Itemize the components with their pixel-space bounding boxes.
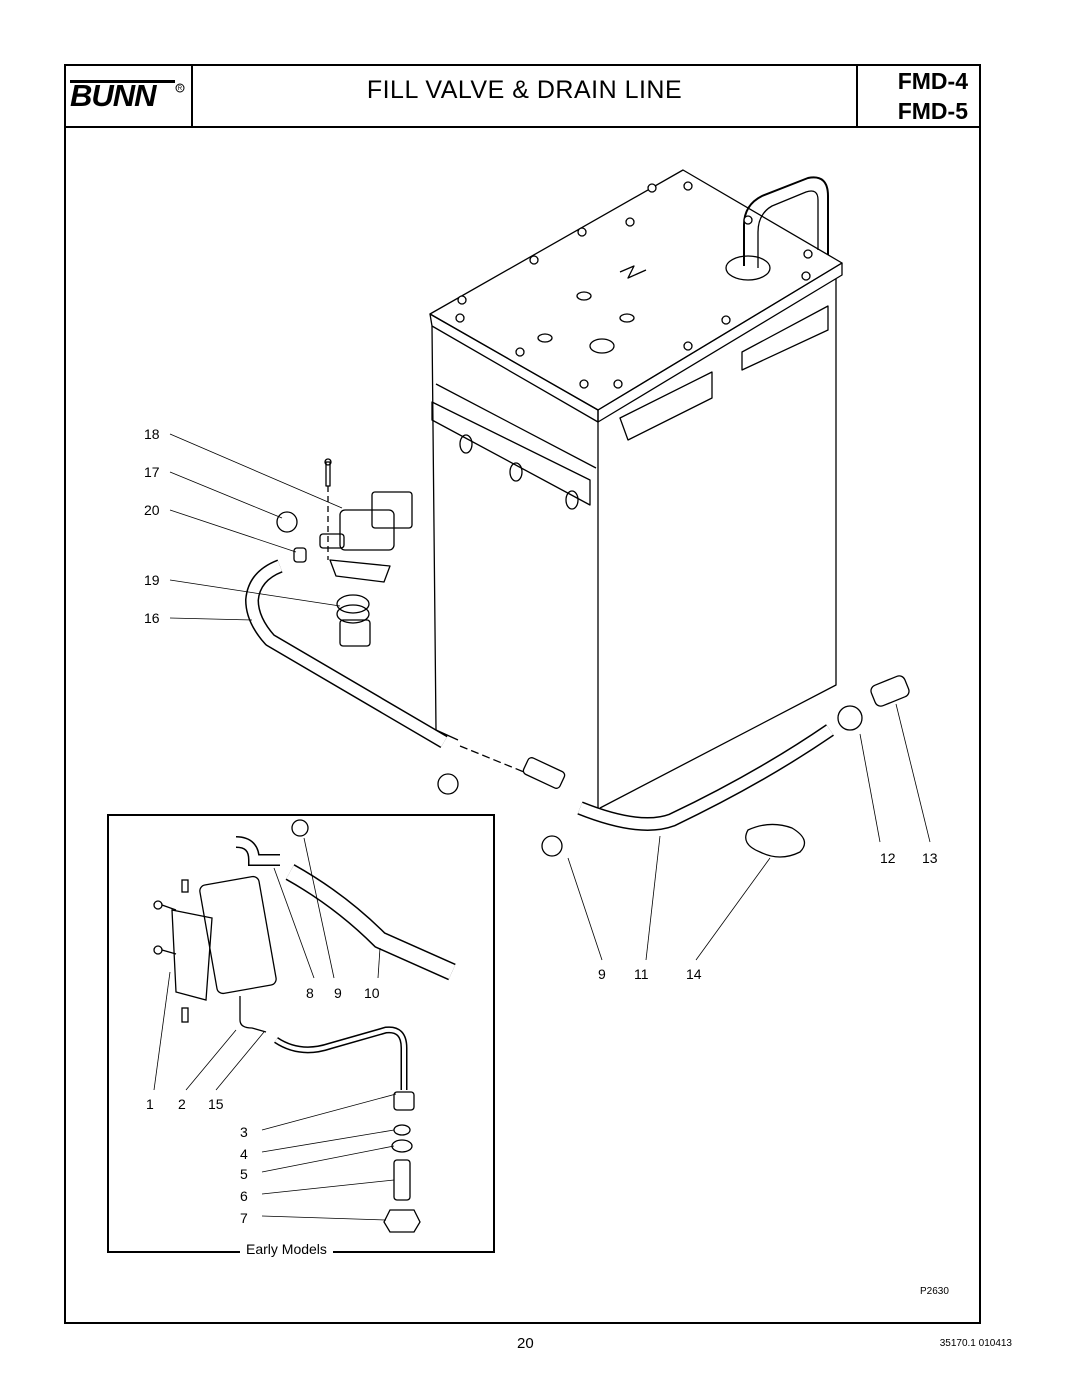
hose-clamp-17 (276, 511, 298, 533)
tank-hole-3 (565, 490, 579, 510)
exploded-parts-diagram (107, 169, 931, 1253)
lid-fitting (725, 255, 771, 281)
callout-4: 4 (240, 1146, 248, 1162)
callout-9-inset: 9 (334, 985, 342, 1001)
tank-hole-2 (509, 462, 523, 482)
inset-elbow-lower (239, 996, 267, 1033)
page-frame (64, 64, 981, 1324)
callout-7: 7 (240, 1210, 248, 1226)
callout-8: 8 (306, 985, 314, 1001)
lid-nuts (455, 181, 813, 389)
callout-12: 12 (880, 850, 896, 866)
header-divider (64, 126, 981, 128)
model-label-fmd4: FMD-4 (897, 68, 968, 94)
inset-part-3 (393, 1124, 411, 1136)
tank-bracket-right (741, 305, 829, 371)
callout-5: 5 (240, 1166, 248, 1182)
callout-1: 1 (146, 1096, 154, 1112)
callout-10: 10 (364, 985, 380, 1001)
inset-part-4 (391, 1139, 413, 1153)
hose-clamp-loose (437, 773, 459, 795)
callout-17: 17 (144, 464, 160, 480)
fill-valve-body (339, 509, 395, 551)
fill-valve-coil (371, 491, 413, 529)
callout-14: 14 (686, 966, 702, 982)
fill-valve-outlet (319, 533, 345, 549)
tee-fitting (522, 757, 566, 789)
lid-mark (619, 265, 647, 279)
lid-hole-4 (589, 338, 615, 354)
early-models-label: Early Models (240, 1241, 333, 1257)
inset-bracket (171, 909, 213, 1001)
callout-11: 11 (634, 966, 649, 982)
callout-20: 20 (144, 502, 160, 518)
header-divider-left (191, 64, 193, 127)
page-number: 20 (517, 1335, 534, 1352)
callout-13: 13 (922, 850, 938, 866)
fill-valve-bracket (329, 559, 391, 583)
header-divider-right (856, 64, 858, 127)
inset-copper-tube (274, 1026, 408, 1090)
inset-clamp (291, 819, 309, 837)
svg-text:R: R (178, 86, 183, 92)
inset-part-5 (393, 1159, 411, 1201)
lid-hole-1 (576, 291, 592, 301)
callout-19: 19 (144, 572, 160, 588)
page-title: FILL VALVE & DRAIN LINE (366, 76, 683, 104)
tank-lid-edge-right (597, 262, 843, 423)
lid-hole-3 (537, 333, 553, 343)
callout-15: 15 (208, 1096, 224, 1112)
figure-id: P2630 (920, 1286, 949, 1297)
valve-inlet-16 (339, 619, 371, 647)
model-label-fmd5: FMD-5 (897, 98, 968, 124)
drain-plug-13 (870, 675, 910, 707)
hose-clamp-9b (541, 835, 563, 857)
lid-hole-2 (619, 313, 635, 323)
document-number: 35170.1 010413 (939, 1338, 1012, 1349)
valve-fitting-19 (336, 594, 370, 614)
inset-valve-body (199, 875, 277, 995)
drain-hose (245, 559, 448, 749)
inset-nut-15 (393, 1091, 415, 1111)
callout-3: 3 (240, 1124, 248, 1140)
tank-hole-1 (459, 434, 473, 454)
inset-part-7 (383, 1209, 421, 1233)
hose-clip-14 (745, 823, 806, 858)
fitting-20 (293, 547, 307, 563)
tank-bracket-front (619, 371, 713, 441)
callout-18: 18 (144, 426, 160, 442)
callout-9: 9 (598, 966, 606, 982)
bunn-logo: BUNN R (70, 78, 185, 112)
vent-tube (743, 176, 829, 266)
callout-16: 16 (144, 610, 160, 626)
hose-clamp-12 (837, 705, 863, 731)
callout-6: 6 (240, 1188, 248, 1204)
svg-text:BUNN: BUNN (70, 78, 157, 112)
callout-2: 2 (178, 1096, 186, 1112)
tank-lid-edge (429, 313, 599, 423)
drain-line (577, 724, 834, 831)
tank-bracket-left (431, 401, 591, 506)
tank-lid (429, 169, 843, 411)
tank-body-right (599, 279, 837, 809)
